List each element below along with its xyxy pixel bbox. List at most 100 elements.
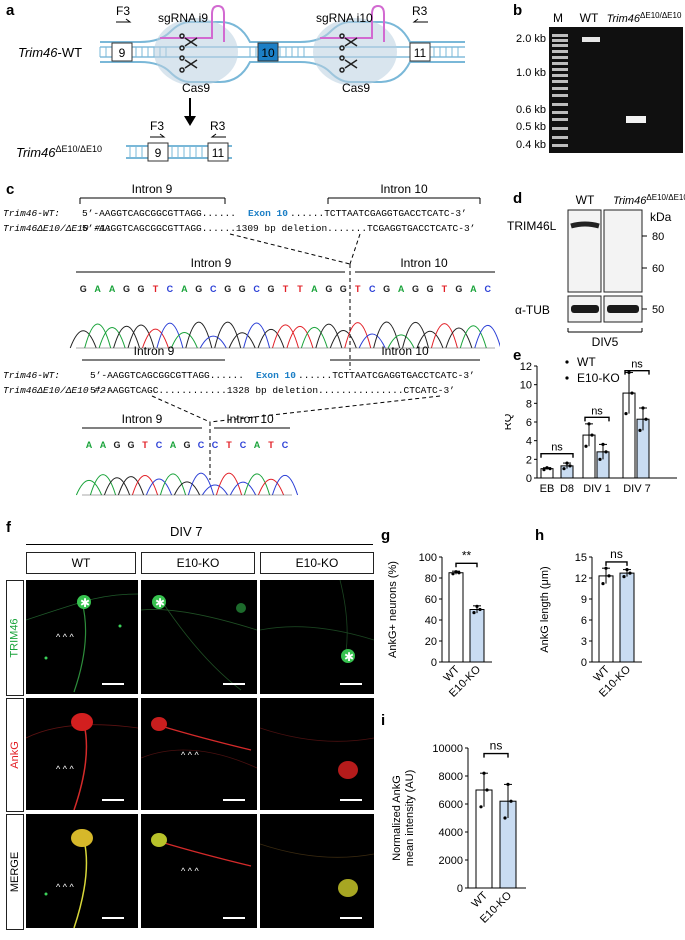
- significance-bracket: [584, 416, 610, 422]
- svg-text:......TCTTAATCGAGGTGACCTCATC-3: ......TCTTAATCGAGGTGACCTCATC-3’: [298, 370, 475, 381]
- base-call: G: [138, 284, 145, 294]
- trace-peak: [387, 334, 415, 349]
- sanger-sequencing: Intron 9 Intron 10 Trim46-WT: 5’-AAGGTCA…: [3, 182, 500, 496]
- exon-11-box: [409, 42, 431, 62]
- data-point: [624, 412, 628, 416]
- base-call: C: [156, 440, 163, 450]
- y-tick-label: 10: [520, 380, 532, 392]
- base-call: A: [181, 284, 188, 294]
- base-call: C: [198, 440, 205, 450]
- data-point: [509, 799, 513, 803]
- trace-peak: [173, 481, 201, 496]
- svg-text:Intron 9: Intron 9: [132, 182, 173, 196]
- data-point: [627, 370, 631, 375]
- panel-i-label: i: [381, 712, 386, 729]
- y-tick-label: 9: [581, 594, 587, 606]
- svg-text:TRIM46L: TRIM46L: [507, 219, 557, 233]
- svg-text:10: 10: [261, 46, 275, 60]
- base-call: T: [268, 440, 274, 450]
- image-wt-trim46: ✱ ^ ^ ^: [26, 580, 138, 694]
- base-call: G: [80, 284, 87, 294]
- legend-label-wt: WT: [577, 355, 596, 369]
- data-point: [590, 433, 594, 437]
- data-point: [454, 570, 458, 574]
- trace-peak: [300, 327, 328, 349]
- gene-targeting-diagram: 9 10 11 F3 R3 sgRNA i9 sgRNA i10 Cas9 Ca…: [16, 4, 465, 162]
- legend-marker-ko: [565, 376, 569, 380]
- base-call: A: [170, 440, 177, 450]
- svg-text:kDa: kDa: [650, 210, 672, 224]
- panel-e-label: e: [513, 347, 522, 364]
- svg-text:R3: R3: [210, 119, 226, 133]
- svg-text:Intron 9: Intron 9: [134, 344, 175, 358]
- svg-text:^ ^ ^: ^ ^ ^: [56, 764, 74, 774]
- base-call: A: [94, 284, 101, 294]
- base-call: G: [195, 284, 202, 294]
- trace-peak: [329, 330, 357, 349]
- trace-peak: [187, 472, 215, 496]
- y-tick-label: 2000: [439, 855, 463, 867]
- svg-text:50: 50: [652, 304, 664, 316]
- svg-text:0.4 kb: 0.4 kb: [516, 139, 546, 151]
- y-tick-label: 80: [425, 573, 437, 585]
- data-point: [568, 464, 572, 468]
- data-point: [478, 607, 482, 612]
- data-point: [485, 788, 489, 792]
- trace-peak: [416, 330, 444, 349]
- base-call: A: [254, 440, 261, 450]
- trace-peak: [145, 478, 173, 496]
- svg-text:Trim46ΔE10/ΔE10 #1:: Trim46ΔE10/ΔE10 #1:: [3, 223, 111, 234]
- svg-text:sgRNA i10: sgRNA i10: [316, 11, 373, 25]
- base-call: C: [485, 284, 492, 294]
- y-tick-label: 6: [526, 417, 532, 429]
- trace-peak: [373, 321, 401, 349]
- data-point: [607, 574, 611, 578]
- trace-peak: [75, 479, 103, 496]
- significance-label: ns: [610, 547, 623, 561]
- trace-peak: [402, 322, 430, 349]
- base-call: A: [311, 284, 318, 294]
- y-axis-label: AnkG+ neurons (%): [387, 561, 399, 658]
- trace-peak: [430, 323, 458, 349]
- svg-text:R3: R3: [412, 4, 428, 18]
- exon-10-box: [257, 42, 279, 62]
- svg-text:^ ^ ^: ^ ^ ^: [56, 632, 74, 642]
- svg-text:^ ^ ^: ^ ^ ^: [181, 750, 199, 760]
- trace-peak: [243, 322, 271, 349]
- svg-text:Trim46-WT: Trim46-WT: [18, 45, 82, 60]
- data-point: [451, 572, 455, 576]
- base-call: A: [470, 284, 477, 294]
- trace-peak: [69, 330, 97, 349]
- svg-text:sgRNA i9: sgRNA i9: [158, 11, 208, 25]
- base-call: T: [142, 440, 148, 450]
- trace-peak: [89, 474, 117, 496]
- row-label-trim46: TRIM46: [6, 580, 24, 696]
- legend-marker-wt: [565, 360, 569, 364]
- data-point: [598, 457, 602, 461]
- svg-text:Intron 10: Intron 10: [226, 412, 274, 426]
- svg-text:✱: ✱: [80, 596, 90, 610]
- x-tick-label: DIV 1: [583, 483, 611, 495]
- svg-text:5’-AAGGTCAGCGGCGTTAGG......: 5’-AAGGTCAGCGGCGTTAGG......: [90, 370, 244, 381]
- data-point: [587, 422, 591, 426]
- trace-peak: [185, 321, 213, 349]
- panel-d-label: d: [513, 190, 523, 207]
- svg-text:9: 9: [155, 146, 162, 160]
- svg-text:5’-AAGGTCAGCGGCGTTAGG......: 5’-AAGGTCAGCGGCGTTAGG......: [82, 208, 236, 219]
- svg-text:1.0 kb: 1.0 kb: [516, 67, 546, 79]
- y-tick-label: 2: [526, 454, 532, 466]
- trace-peak: [159, 473, 187, 496]
- pcr-gel: M WT Trim46ΔE10/ΔE10 2.0 kb 1.0 kb 0.6 k…: [516, 11, 683, 153]
- trace-peak: [286, 326, 314, 349]
- col-header-ko2: E10-KO: [260, 552, 374, 574]
- data-point: [562, 467, 566, 471]
- significance-bracket: [605, 561, 628, 566]
- svg-text:Intron 10: Intron 10: [380, 182, 428, 196]
- base-call: C: [253, 284, 260, 294]
- trace-peak: [141, 328, 169, 349]
- image-ko1-merge: ^ ^ ^: [141, 814, 257, 928]
- svg-text:WT: WT: [580, 11, 599, 25]
- data-point: [622, 575, 626, 579]
- data-point: [472, 611, 476, 615]
